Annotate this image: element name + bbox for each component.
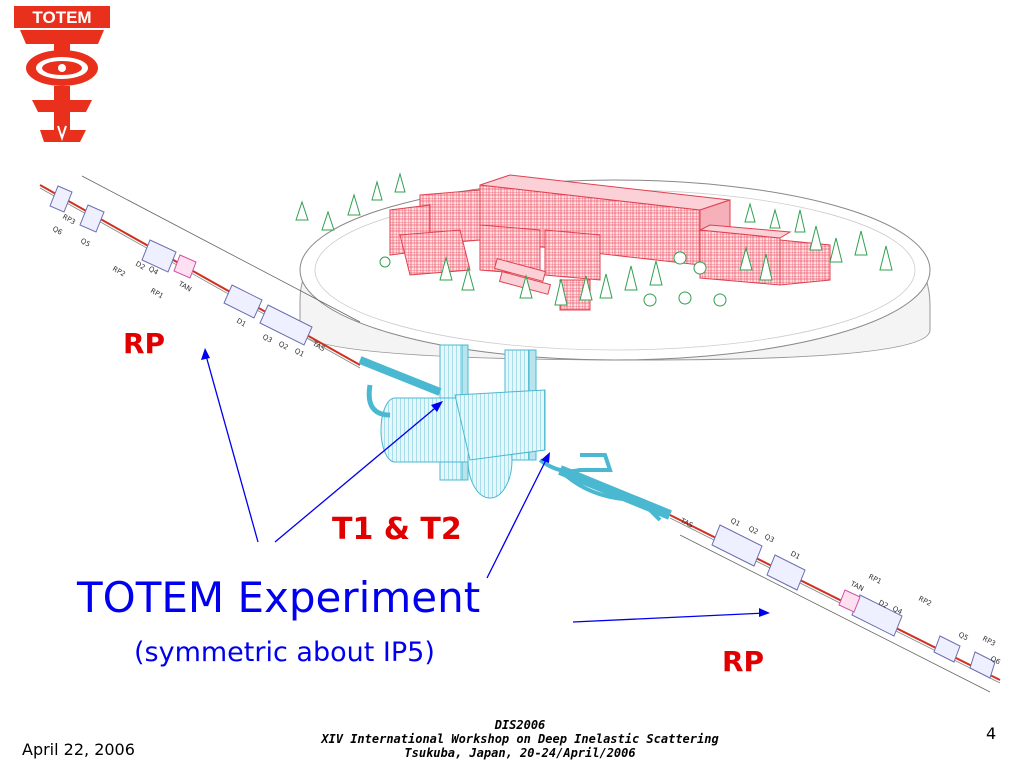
totem-logo: TOTEM bbox=[14, 6, 110, 142]
tag-left-q2: Q2 bbox=[277, 340, 290, 352]
tag-left-d2: D2 bbox=[134, 260, 147, 272]
tag-left-rp2: RP2 bbox=[111, 265, 127, 279]
arrow-to-rp-left bbox=[204, 351, 259, 543]
tag-left-rp1: RP1 bbox=[149, 287, 165, 301]
footer-conf-line3: Tsukuba, Japan, 20-24/April/2006 bbox=[404, 746, 636, 760]
tag-right-q3: Q3 bbox=[763, 533, 776, 545]
tag-right-q4: Q4 bbox=[891, 605, 904, 617]
slide-subtitle: (symmetric about IP5) bbox=[134, 637, 435, 668]
footer-conference: DIS2006 XIV International Workshop on De… bbox=[295, 718, 745, 760]
tag-right-rp3: RP3 bbox=[981, 635, 997, 648]
tag-left-rp3: RP3 bbox=[61, 213, 77, 227]
tag-right-q1: Q1 bbox=[729, 517, 742, 529]
arrow-to-t1 bbox=[274, 403, 441, 543]
footer-date: April 22, 2006 bbox=[22, 740, 135, 759]
tag-right-rp2: RP2 bbox=[917, 595, 933, 608]
beamline-left-tags: Q6 Q5 RP3 RP2 D2 Q4 RP1 D1 Q3 Q2 Q1 TAS … bbox=[51, 213, 327, 359]
tag-right-tan: TAN bbox=[848, 579, 865, 593]
tag-right-d1: D1 bbox=[789, 550, 801, 562]
surface-site bbox=[295, 172, 931, 361]
tag-right-q6: Q6 bbox=[989, 655, 1002, 667]
arrow-to-t2 bbox=[486, 455, 549, 579]
surface-trees bbox=[295, 172, 893, 307]
label-rp-right: RP bbox=[722, 645, 765, 678]
tag-right-q2: Q2 bbox=[747, 525, 760, 537]
page-number: 4 bbox=[986, 724, 997, 743]
beamline-left-elements bbox=[49, 175, 361, 346]
label-rp-left: RP bbox=[123, 327, 166, 360]
underground-cavern bbox=[366, 344, 662, 522]
logo-banner bbox=[14, 6, 110, 28]
tag-right-tas: TAS bbox=[678, 516, 695, 530]
annotation-arrows bbox=[201, 348, 770, 623]
tag-right-d2: D2 bbox=[877, 599, 889, 611]
tag-left-q5: Q5 bbox=[79, 237, 92, 249]
tag-left-d1: D1 bbox=[235, 317, 248, 329]
slide-title: TOTEM Experiment bbox=[77, 573, 481, 622]
tag-right-q5: Q5 bbox=[957, 631, 970, 643]
footer-conf-line1: DIS2006 bbox=[494, 718, 546, 732]
label-t1-t2: T1 & T2 bbox=[332, 512, 462, 547]
tag-left-q3: Q3 bbox=[261, 333, 274, 345]
tag-right-rp1: RP1 bbox=[867, 573, 883, 586]
arrow-to-rp-right bbox=[572, 612, 767, 623]
surface-buildings bbox=[389, 174, 831, 311]
footer-conf-line2: XIV International Workshop on Deep Inela… bbox=[321, 732, 719, 746]
beamline-right-elements bbox=[679, 524, 996, 693]
tag-left-tan: TAN bbox=[176, 279, 193, 293]
tag-left-q6: Q6 bbox=[51, 225, 64, 237]
tag-left-q1: Q1 bbox=[293, 347, 306, 359]
logo-text: TOTEM bbox=[32, 8, 91, 27]
